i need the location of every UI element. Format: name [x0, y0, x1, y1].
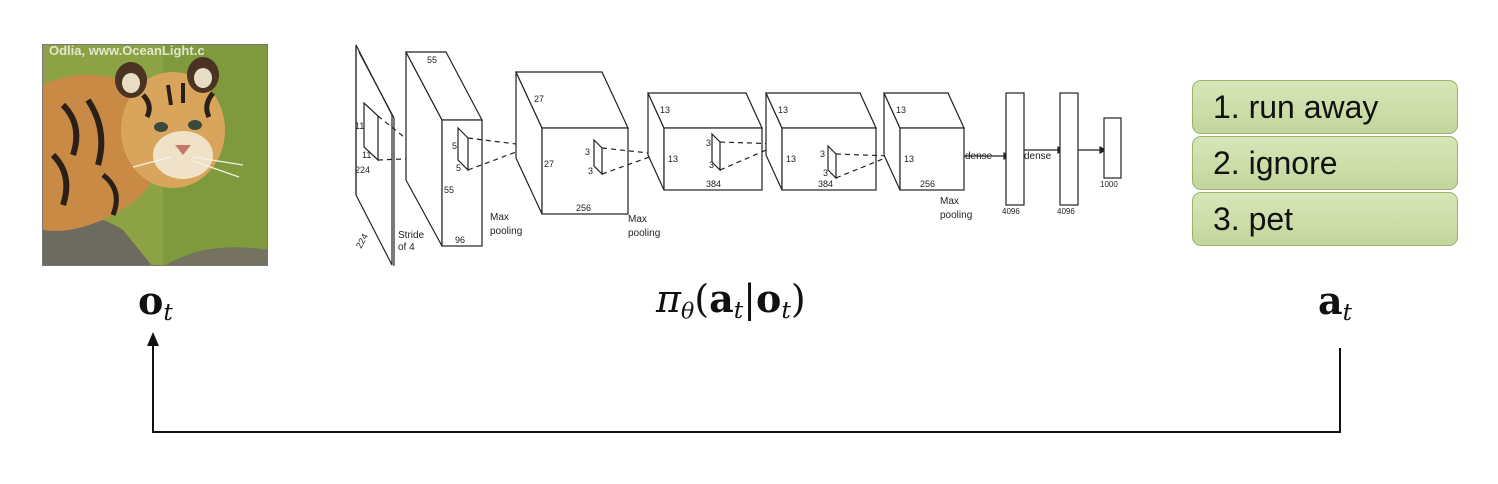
action-option-ignore[interactable]: 2. ignore	[1192, 136, 1458, 190]
conv4-size-label-2: 13	[786, 154, 796, 164]
conv1-kernel-label-2: 5	[456, 163, 461, 173]
pool2-label-1: Max	[628, 214, 647, 225]
action-label: 1. run away	[1213, 88, 1379, 125]
input-size-label-1: 224	[355, 165, 370, 175]
action-label: 2. ignore	[1213, 144, 1338, 181]
conv4-kernel-label-2: 3	[823, 168, 828, 178]
conv1-block	[405, 51, 533, 247]
conv3-size-label-2: 13	[668, 154, 678, 164]
dense-layers	[964, 92, 1122, 206]
pool1-label-2: pooling	[490, 226, 522, 237]
pool2-label-2: pooling	[628, 228, 660, 239]
conv1-size-label-2: 55	[444, 185, 454, 195]
observation-label: ot	[138, 278, 173, 326]
conv2-block	[515, 71, 659, 215]
conv5-depth-label: 256	[920, 179, 935, 189]
stride-label: Stride	[398, 230, 425, 241]
conv5-block	[883, 92, 965, 191]
action-option-run-away[interactable]: 1. run away	[1192, 80, 1458, 134]
observation-image: Odlia, www.OceanLight.c	[42, 44, 268, 266]
action-option-pet[interactable]: 3. pet	[1192, 192, 1458, 246]
input-kernel-label-1: 11	[355, 121, 364, 131]
action-label-math: at	[1318, 278, 1353, 326]
tiger-picture	[43, 45, 267, 265]
conv2-size-label-1: 27	[534, 94, 544, 104]
conv4-kernel-label-1: 3	[820, 149, 825, 159]
fc2-size-label: 4096	[1057, 207, 1075, 216]
conv3-kernel-label-1: 3	[706, 138, 711, 148]
pool3-label-1: Max	[940, 196, 959, 207]
conv3-block	[647, 92, 781, 191]
fc3-size-label: 1000	[1100, 180, 1118, 189]
pool3-label-2: pooling	[940, 210, 972, 221]
stride-of-label: of 4	[398, 242, 415, 253]
conv5-size-label-1: 13	[896, 105, 906, 115]
conv4-depth-label: 384	[818, 179, 833, 189]
feedback-arrow	[152, 344, 1341, 433]
conv4-size-label-1: 13	[778, 105, 788, 115]
conv4-block	[765, 92, 891, 191]
policy-label: πθ(at|ot)	[656, 276, 806, 325]
conv1-kernel-label-1: 5	[452, 141, 457, 151]
conv5-size-label-2: 13	[904, 154, 914, 164]
conv3-kernel-label-2: 3	[709, 160, 714, 170]
conv2-kernel-label-2: 3	[588, 166, 593, 176]
input-kernel-label-2: 11	[362, 150, 371, 160]
fc1-size-label: 4096	[1002, 207, 1020, 216]
dense-label-2: dense	[1024, 151, 1052, 162]
input-size-label-2: 224	[354, 232, 370, 250]
pool1-label-1: Max	[490, 212, 509, 223]
conv3-size-label-1: 13	[660, 105, 670, 115]
action-label: 3. pet	[1213, 200, 1294, 237]
dense-label-1: dense	[965, 151, 993, 162]
conv1-depth-label: 96	[455, 235, 465, 245]
image-watermark: Odlia, www.OceanLight.c	[49, 44, 205, 58]
feedback-arrowhead	[147, 332, 159, 346]
conv1-size-label-1: 55	[427, 55, 437, 65]
conv2-size-label-2: 27	[544, 159, 554, 169]
conv3-depth-label: 384	[706, 179, 721, 189]
conv2-depth-label: 256	[576, 203, 591, 213]
conv2-kernel-label-1: 3	[585, 147, 590, 157]
